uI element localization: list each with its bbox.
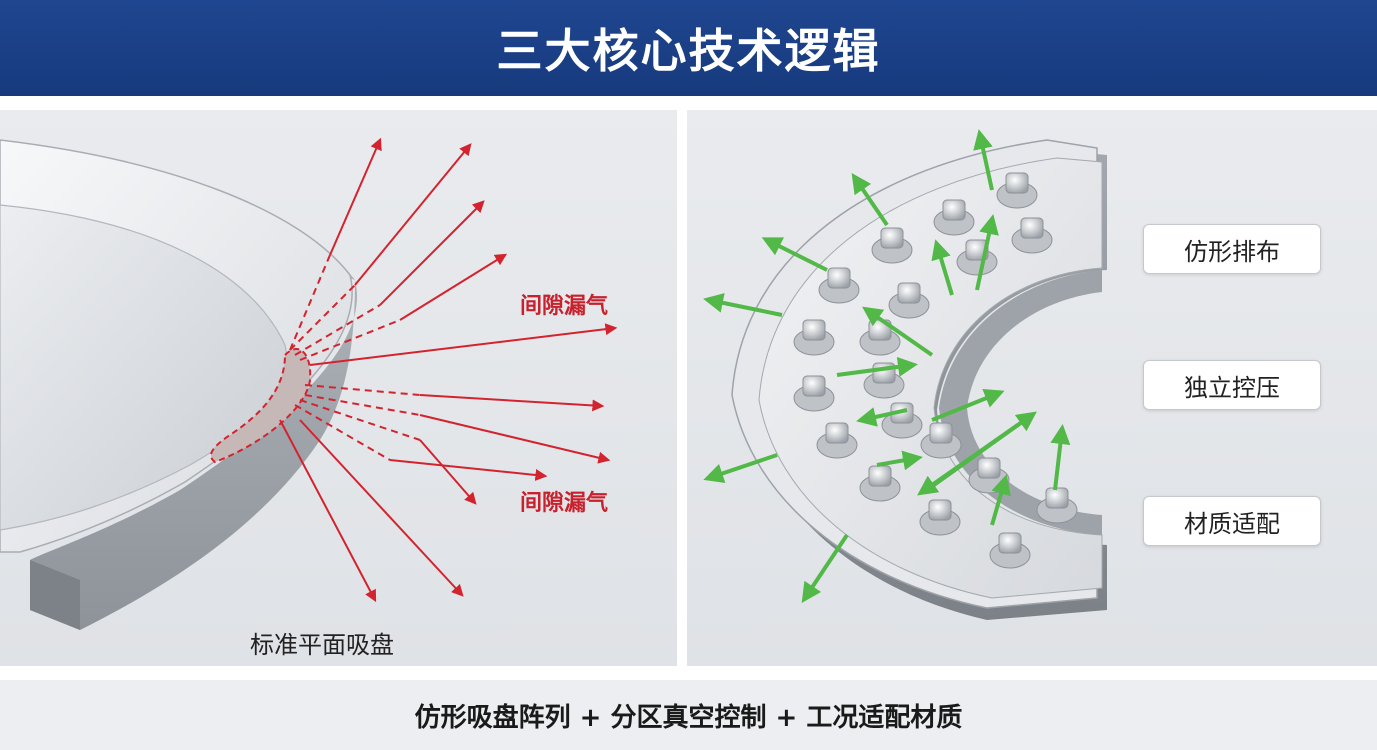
suction-cup bbox=[996, 172, 1038, 209]
airflow-arrow bbox=[973, 129, 994, 191]
suction-cup bbox=[871, 227, 913, 264]
suction-cup bbox=[1011, 217, 1053, 254]
footer-summary-bar: 仿形吸盘阵列 + 分区真空控制 + 工况适配材质 bbox=[0, 680, 1377, 750]
airflow-arrow bbox=[931, 239, 954, 296]
suction-cup bbox=[989, 532, 1031, 569]
suction-cup bbox=[818, 267, 860, 304]
right-panel-conformal-array: 仿形排布 独立控压 材质适配 bbox=[687, 110, 1377, 666]
leak-dash-2 bbox=[289, 284, 356, 351]
left-panel-standard-suction-cup: 间隙漏气 间隙漏气 标准平面吸盘 bbox=[0, 110, 677, 666]
leak-label-top: 间隙漏气 bbox=[520, 294, 609, 319]
airflow-arrow bbox=[975, 214, 999, 291]
gap-leak-zone bbox=[210, 348, 312, 464]
airflow-arrow bbox=[761, 237, 828, 272]
leak-arrow-11 bbox=[299, 419, 464, 597]
leak-arrow-6 bbox=[419, 394, 605, 412]
airflow-arrow bbox=[703, 293, 783, 317]
airflow-arrow bbox=[917, 413, 1034, 496]
suction-cup bbox=[816, 422, 858, 459]
leak-dash-6 bbox=[304, 394, 421, 416]
suction-cup bbox=[859, 465, 901, 502]
suction-cup bbox=[956, 239, 998, 276]
suction-cup bbox=[888, 282, 930, 319]
airflow-arrows bbox=[703, 129, 1071, 603]
leak-label-bottom: 间隙漏气 bbox=[520, 491, 609, 516]
leak-dash-7 bbox=[299, 399, 421, 441]
leak-dash-4 bbox=[299, 319, 401, 361]
suction-cup-array bbox=[793, 172, 1078, 569]
suction-cup bbox=[920, 422, 962, 459]
leak-dash-3 bbox=[294, 304, 381, 356]
standard-cup-caption: 标准平面吸盘 bbox=[250, 631, 394, 659]
suction-cup bbox=[793, 319, 835, 356]
leak-arrow-7 bbox=[419, 414, 611, 464]
suction-cup bbox=[919, 499, 961, 536]
leak-arrow-2 bbox=[354, 143, 472, 286]
leak-arrow-10 bbox=[279, 419, 377, 603]
tag-conformal-layout: 仿形排布 bbox=[1143, 224, 1321, 274]
airflow-arrow bbox=[990, 474, 1011, 526]
leak-arrow-9 bbox=[389, 459, 548, 481]
leak-dash-1 bbox=[289, 254, 331, 351]
airflow-arrow bbox=[851, 173, 889, 227]
airflow-arrow bbox=[876, 450, 923, 471]
standard-suction-cup-illustration bbox=[0, 137, 618, 630]
tag-material-adaptation: 材质适配 bbox=[1143, 496, 1321, 546]
suction-cup bbox=[933, 199, 975, 236]
airflow-arrow bbox=[931, 388, 1005, 422]
leak-dash-5 bbox=[304, 384, 421, 396]
cup-bottom-step bbox=[30, 560, 80, 630]
leak-arrow-5 bbox=[309, 323, 618, 366]
leak-arrow-4 bbox=[399, 253, 508, 321]
page-title: 三大核心技术逻辑 bbox=[496, 24, 881, 78]
airflow-arrow bbox=[836, 356, 918, 377]
airflow-arrow bbox=[856, 407, 908, 427]
footer-summary: 仿形吸盘阵列 + 分区真空控制 + 工况适配材质 bbox=[414, 702, 963, 733]
suction-cup bbox=[793, 375, 835, 412]
airflow-arrow bbox=[703, 453, 778, 483]
leak-arrow-1 bbox=[329, 137, 382, 256]
leak-arrow-3 bbox=[379, 200, 485, 306]
suction-cup bbox=[1036, 487, 1078, 524]
airflow-arrow bbox=[862, 306, 934, 357]
header-banner: 三大核心技术逻辑 bbox=[0, 0, 1377, 96]
leak-dash-8 bbox=[294, 404, 391, 461]
airflow-arrow bbox=[801, 533, 849, 603]
conformal-suction-array-illustration bbox=[703, 129, 1107, 620]
leak-arrow-8 bbox=[419, 439, 477, 505]
tag-independent-pressure: 独立控压 bbox=[1143, 360, 1321, 410]
airflow-arrow bbox=[1050, 424, 1071, 491]
